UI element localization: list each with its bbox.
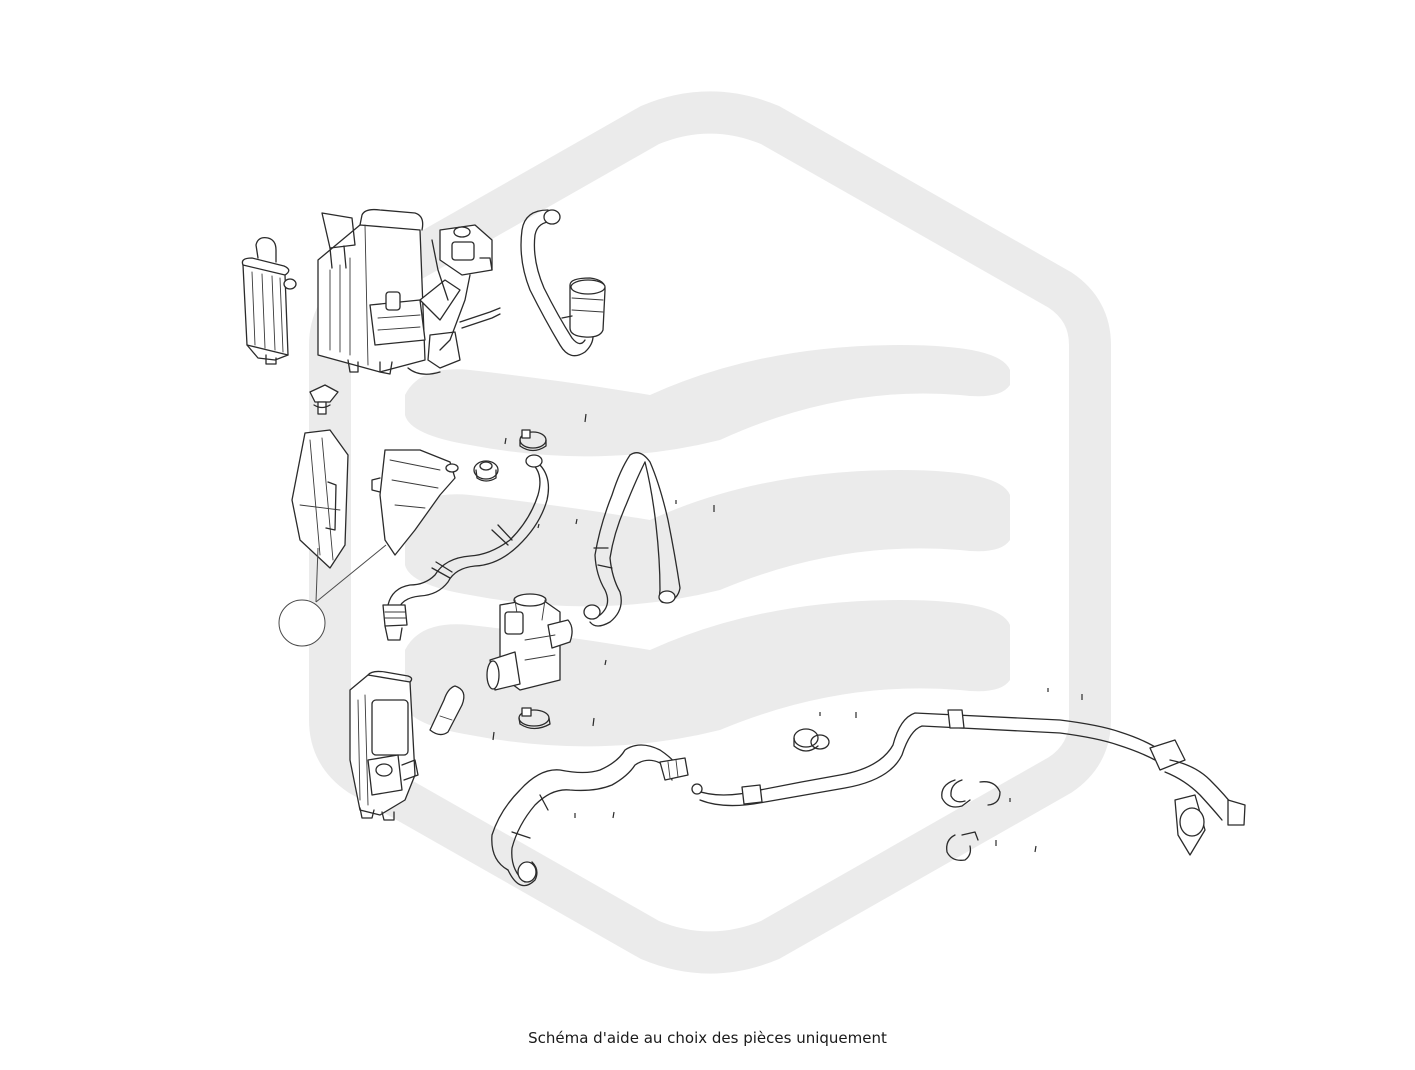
reference-callout <box>278 544 387 647</box>
hose-clamp-middle-part <box>793 728 830 752</box>
hose-clamp-lower-part <box>518 707 551 730</box>
coolant-hose-lower-left-part <box>491 744 689 887</box>
hexagon-wave-logo-watermark <box>309 91 1111 974</box>
lower-heater-unit-part <box>349 670 419 821</box>
push-clip-part <box>309 384 339 415</box>
hose-clamp-part <box>519 429 547 452</box>
spring-clip-part <box>941 779 1001 861</box>
coolant-hose-upper-part <box>520 209 606 357</box>
coolant-hose-right-part <box>583 452 681 627</box>
rubber-grommet-part <box>473 460 499 482</box>
heat-shield-part <box>291 429 349 569</box>
exhaust-silencer-part <box>241 237 297 365</box>
callout-ticks <box>492 413 1083 853</box>
coolant-hose-middle-part <box>382 454 550 641</box>
coolant-valve-part <box>486 593 573 691</box>
mounting-bracket-part <box>371 449 459 556</box>
coolant-hose-lower-right-part <box>691 709 1246 856</box>
auxiliary-heater-unit-part <box>317 208 501 375</box>
diagram-caption: Schéma d'aide au choix des pièces unique… <box>528 1029 887 1047</box>
elbow-hose-part <box>429 685 465 736</box>
